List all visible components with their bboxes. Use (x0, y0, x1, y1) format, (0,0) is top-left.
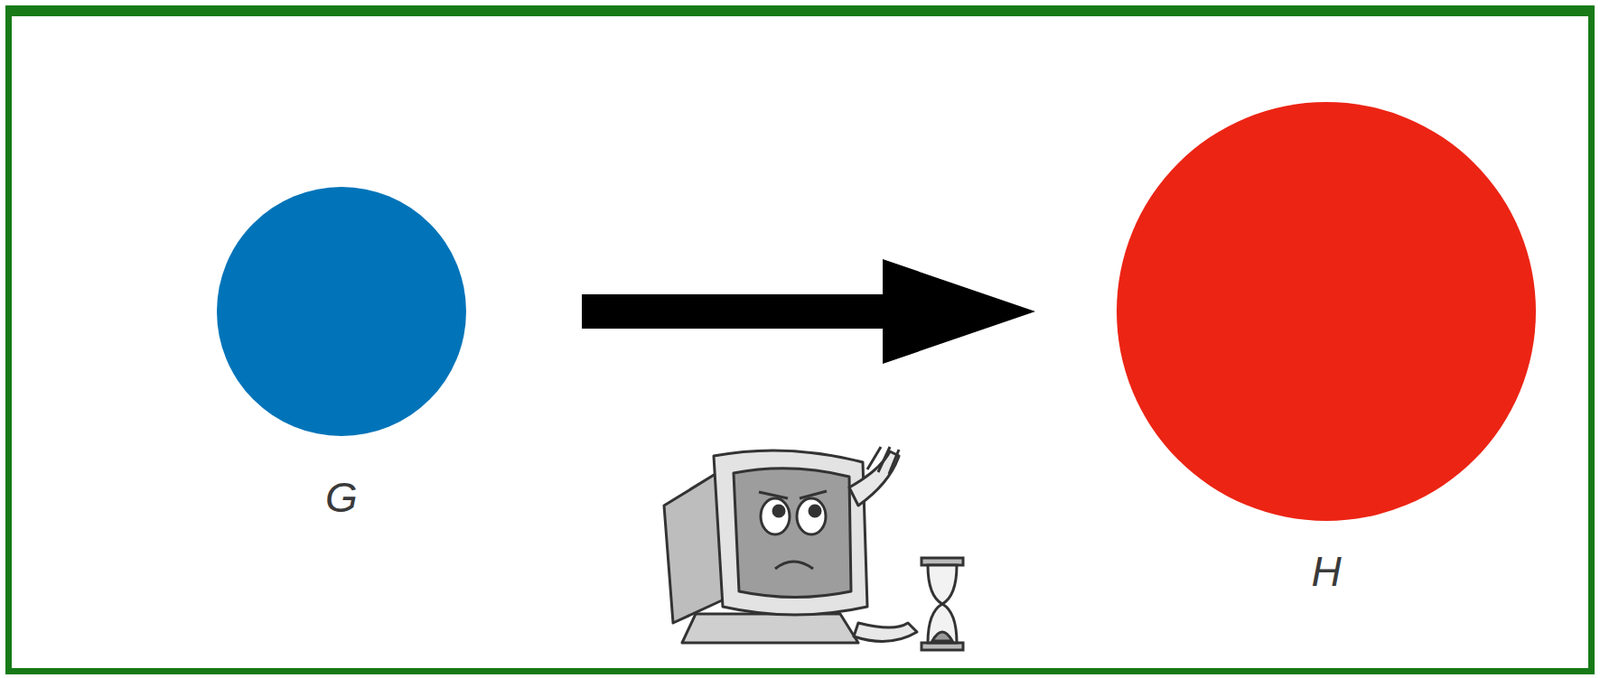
circle-shape (216, 187, 467, 437)
circle-fill (1116, 102, 1536, 522)
hand (853, 623, 917, 642)
pupil (773, 505, 785, 517)
block-arrow (581, 259, 1036, 365)
circle-shape (1116, 102, 1536, 522)
monitor-screen (733, 468, 852, 599)
hourglass (921, 558, 964, 651)
brow (758, 492, 788, 499)
monitor-base (682, 614, 859, 644)
brow (799, 491, 827, 499)
frame-bottom (5, 668, 1595, 675)
circle-node: H (1116, 102, 1536, 522)
monitor-figure (664, 447, 917, 644)
monitor-bezel (713, 450, 868, 616)
node-label: H (1062, 548, 1591, 596)
hourglass-glass (927, 565, 957, 644)
frown (775, 561, 814, 570)
frame-right (1588, 5, 1595, 674)
pupil (809, 505, 821, 517)
circle-fill (216, 187, 467, 437)
circle-node: G (216, 187, 467, 437)
frame-top (5, 5, 1594, 17)
frame-left (5, 5, 12, 674)
eye (796, 498, 826, 535)
eye (760, 498, 790, 535)
fingers (867, 447, 899, 475)
node-label: G (162, 474, 521, 522)
hourglass-sand (932, 632, 953, 642)
